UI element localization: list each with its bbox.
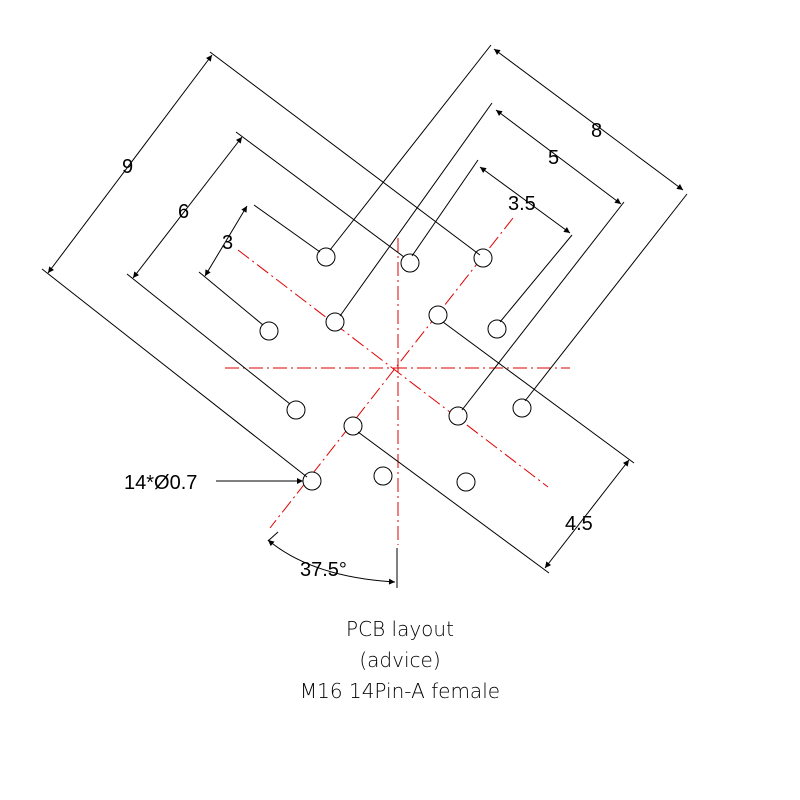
dim-line-9: [47, 54, 213, 274]
dim-label-9: 9: [122, 156, 133, 178]
dim-line-3: [204, 205, 248, 277]
pin-hole: [428, 305, 448, 325]
pin-hole: [325, 312, 345, 332]
pin-hole: [316, 247, 336, 267]
dim-line-6: [132, 136, 243, 279]
dim-line-4-5: [544, 459, 630, 569]
pin-hole: [448, 406, 468, 426]
center-line-diagonal-b: [237, 249, 549, 488]
caption: PCB layout (advice) M16 14Pin-A female: [200, 614, 600, 707]
center-lines: [225, 217, 570, 545]
extension-lines: [41, 44, 688, 588]
dim-label-angle: 37.5°: [300, 559, 347, 581]
dim-label-6: 6: [178, 201, 189, 223]
dim-line-3-5: [479, 166, 571, 234]
pin-hole: [286, 400, 306, 420]
pin-hole: [473, 248, 493, 268]
dim-line-5: [495, 109, 622, 205]
caption-subtitle: (advice): [359, 648, 441, 672]
pin-hole: [456, 472, 476, 492]
dim-label-3: 3: [222, 232, 233, 254]
dim-label-8: 8: [591, 120, 602, 142]
pin-hole: [343, 416, 363, 436]
dim-label-holes: 14*Ø0.7: [124, 472, 197, 494]
dimension-labels: 9 6 3 8 5 3.5 4.5 37.5° 14*Ø0.7: [122, 120, 602, 581]
pin-holes: [259, 247, 532, 492]
pin-hole: [302, 471, 322, 491]
pin-hole: [487, 319, 507, 339]
pin-hole: [512, 398, 532, 418]
caption-title: PCB layout: [346, 617, 454, 641]
dim-line-8: [493, 48, 684, 191]
dimension-lines: [47, 48, 684, 585]
pin-hole: [373, 466, 393, 486]
dim-label-4-5: 4.5: [565, 513, 593, 535]
center-line-diagonal-a: [269, 217, 514, 529]
dim-label-3-5: 3.5: [508, 193, 536, 215]
pin-hole: [400, 253, 420, 273]
dim-arc-angle: [267, 539, 396, 585]
dim-label-5: 5: [548, 147, 559, 169]
pin-hole: [259, 321, 279, 341]
caption-part-name: M16 14Pin-A female: [299, 679, 501, 703]
